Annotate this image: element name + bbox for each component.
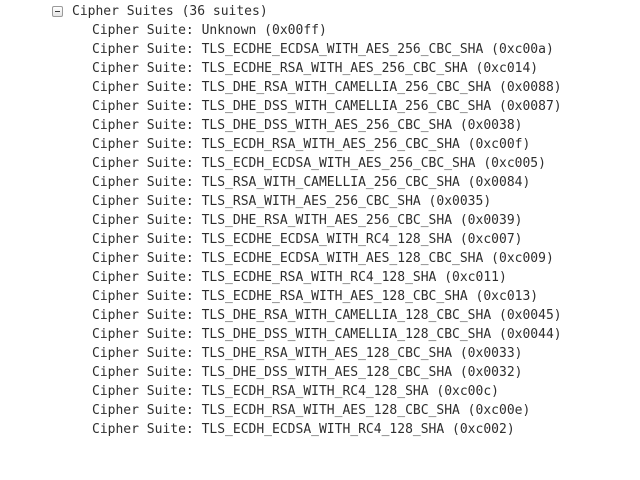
cipher-suite-list: Cipher Suite: Unknown (0x00ff) Cipher Su… <box>92 21 562 439</box>
cipher-suite-row[interactable]: Cipher Suite: TLS_ECDH_ECDSA_WITH_AES_25… <box>92 156 546 171</box>
cipher-suite-row[interactable]: Cipher Suite: TLS_RSA_WITH_CAMELLIA_256_… <box>92 175 531 190</box>
cipher-suite-row[interactable]: Cipher Suite: TLS_DHE_DSS_WITH_CAMELLIA_… <box>92 99 562 114</box>
cipher-suite-row[interactable]: Cipher Suite: TLS_ECDH_RSA_WITH_AES_128_… <box>92 403 531 418</box>
cipher-suite-row[interactable]: Cipher Suite: TLS_RSA_WITH_AES_256_CBC_S… <box>92 194 492 209</box>
cipher-suite-row[interactable]: Cipher Suite: TLS_DHE_RSA_WITH_AES_128_C… <box>92 346 523 361</box>
cipher-suite-row[interactable]: Cipher Suite: TLS_ECDHE_ECDSA_WITH_AES_1… <box>92 251 554 266</box>
cipher-suite-row[interactable]: Cipher Suite: TLS_ECDHE_ECDSA_WITH_AES_2… <box>92 42 554 57</box>
cipher-suite-row[interactable]: Cipher Suite: TLS_ECDHE_RSA_WITH_AES_128… <box>92 289 539 304</box>
cipher-suite-row[interactable]: Cipher Suite: TLS_ECDHE_RSA_WITH_AES_256… <box>92 61 539 76</box>
cipher-suites-group-label: Cipher Suites (36 suites) <box>72 4 268 19</box>
cipher-suites-group[interactable]: Cipher Suites (36 suites) <box>52 2 268 21</box>
collapse-minus-icon[interactable] <box>52 6 63 17</box>
cipher-suite-row[interactable]: Cipher Suite: TLS_DHE_DSS_WITH_CAMELLIA_… <box>92 327 562 342</box>
cipher-suite-row[interactable]: Cipher Suite: TLS_DHE_RSA_WITH_AES_256_C… <box>92 213 523 228</box>
cipher-suite-row[interactable]: Cipher Suite: TLS_DHE_DSS_WITH_AES_128_C… <box>92 365 523 380</box>
cipher-suite-row[interactable]: Cipher Suite: TLS_DHE_DSS_WITH_AES_256_C… <box>92 118 523 133</box>
cipher-suite-row[interactable]: Cipher Suite: TLS_ECDHE_ECDSA_WITH_RC4_1… <box>92 232 523 247</box>
cipher-suite-row[interactable]: Cipher Suite: TLS_ECDHE_RSA_WITH_RC4_128… <box>92 270 507 285</box>
cipher-suite-row[interactable]: Cipher Suite: Unknown (0x00ff) <box>92 23 327 38</box>
cipher-suite-row[interactable]: Cipher Suite: TLS_DHE_RSA_WITH_CAMELLIA_… <box>92 80 562 95</box>
cipher-suite-row[interactable]: Cipher Suite: TLS_ECDH_ECDSA_WITH_RC4_12… <box>92 422 515 437</box>
cipher-suite-row[interactable]: Cipher Suite: TLS_ECDH_RSA_WITH_RC4_128_… <box>92 384 499 399</box>
cipher-suite-row[interactable]: Cipher Suite: TLS_ECDH_RSA_WITH_AES_256_… <box>92 137 531 152</box>
cipher-suite-row[interactable]: Cipher Suite: TLS_DHE_RSA_WITH_CAMELLIA_… <box>92 308 562 323</box>
